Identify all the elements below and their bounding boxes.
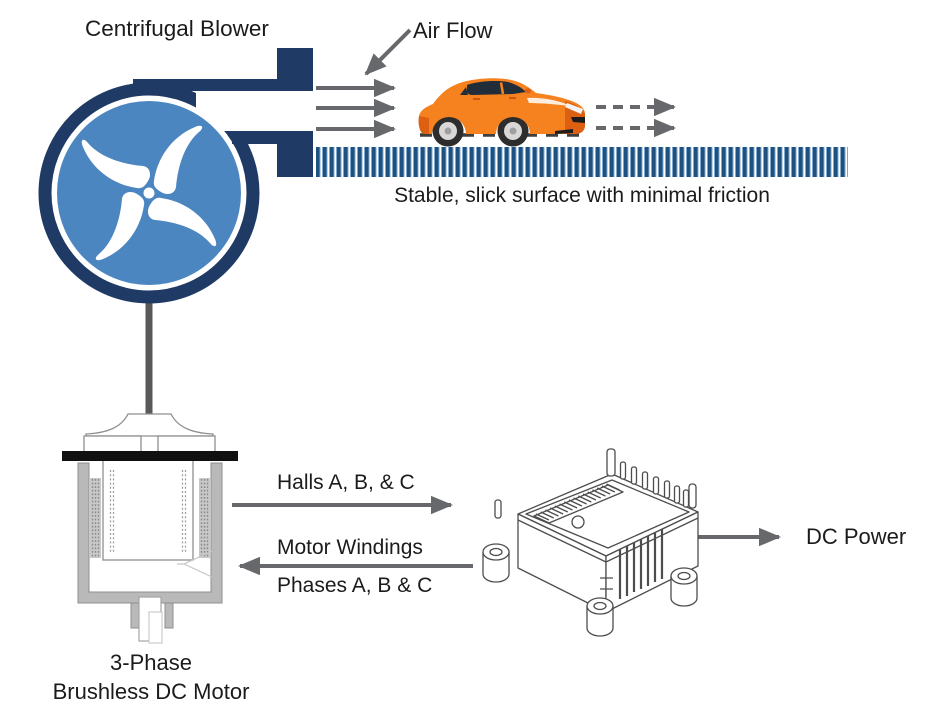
duct-bottom-wall <box>232 131 278 144</box>
surface-hatch <box>316 147 848 177</box>
motor-flange <box>62 451 238 461</box>
motor-caption: 3-Phase Brushless DC Motor <box>27 648 275 706</box>
blower-title: Centrifugal Blower <box>85 16 269 41</box>
motor-housing <box>77 462 223 604</box>
motor-windings-label: Motor Windings <box>277 536 423 559</box>
duct-top-wall <box>133 79 278 91</box>
blower-impeller <box>81 125 217 261</box>
motor-shaft <box>145 296 153 416</box>
motor-caption-line1: 3-Phase <box>110 650 192 675</box>
airflow-arrows <box>316 28 676 139</box>
motor-bell <box>85 413 214 437</box>
car-icon <box>418 78 585 147</box>
blower-icon <box>38 48 317 416</box>
dc-power-label: DC Power <box>806 524 907 549</box>
motor-rotor <box>102 454 194 561</box>
duct-flange-bottom <box>277 131 313 177</box>
motor-icon <box>62 413 238 644</box>
phases-label: Phases A, B & C <box>277 574 433 597</box>
controller-mount-feet <box>482 543 698 637</box>
duct-flange-top <box>277 48 313 91</box>
controller-icon <box>482 448 699 637</box>
controller-pins <box>494 448 697 519</box>
air-flow-label: Air Flow <box>413 18 493 43</box>
halls-signal-label: Halls A, B, & C <box>277 471 415 494</box>
airflow-pointer-arrow <box>364 28 412 76</box>
motor-caption-line2: Brushless DC Motor <box>52 679 250 704</box>
surface-caption: Stable, slick surface with minimal frict… <box>394 184 770 207</box>
